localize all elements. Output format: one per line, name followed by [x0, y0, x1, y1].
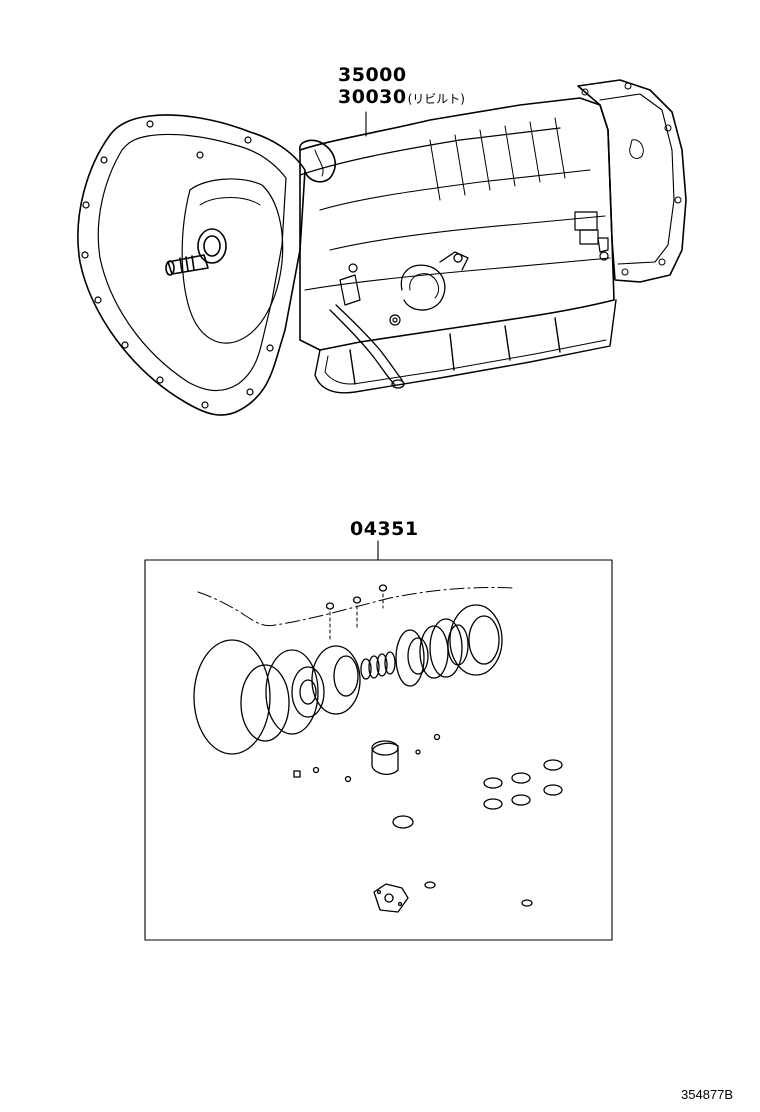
gasket-kit-parts	[193, 584, 563, 913]
oil-pan	[314, 299, 617, 394]
rebuilt-number: 30030	[338, 86, 407, 108]
solenoid-connectors	[574, 211, 609, 261]
rebuilt-suffix: (リビルト)	[407, 92, 465, 106]
transmission-assembly	[77, 79, 687, 416]
gasket-kit-frame	[144, 559, 613, 941]
part-number-gasket-kit: 04351	[350, 518, 419, 540]
breather-hose	[329, 304, 405, 389]
dipstick-tube	[400, 251, 469, 311]
input-shaft	[165, 228, 227, 276]
illustration-id: 354877B	[681, 1087, 734, 1102]
part-number-rebuilt: 30030(リビルト)	[338, 88, 465, 107]
part-number-transmission: 35000	[338, 64, 407, 86]
